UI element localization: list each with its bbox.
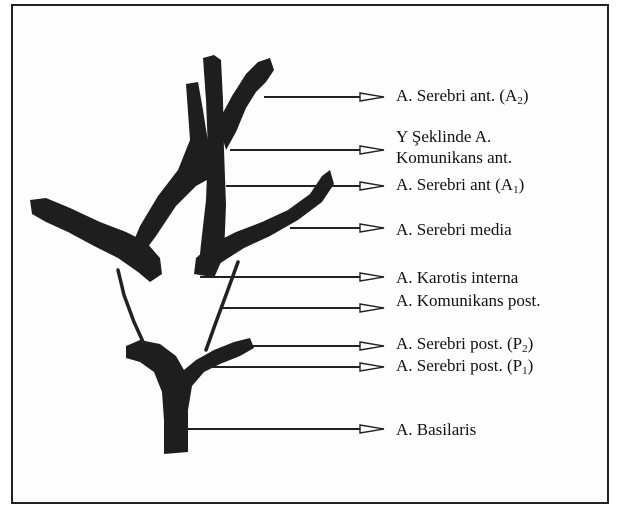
leader-y-komunikans-ant [230,146,384,154]
leader-komunikans-post [222,304,384,312]
leader-serebri-media [290,224,384,232]
label-y-komunikans-line2: Komunikans ant. [396,148,512,167]
leader-serebri-ant-a2 [264,93,384,101]
label-y-komunikans-line1: Y Şeklinde A. [396,127,491,146]
label-komunikans-post: A. Komunikans post. [396,291,541,310]
label-basilaris: A. Basilaris [396,420,476,439]
label-serebri-ant-a1: A. Serebri ant (A1) [396,175,524,194]
label-karotis-interna: A. Karotis interna [396,268,518,287]
label-serebri-post-p1: A. Serebri post. (P1) [396,356,533,375]
label-serebri-media: A. Serebri media [396,220,512,239]
leader-karotis-interna [200,273,384,281]
left-posterior-communicating-vessel [118,270,144,344]
label-serebri-post-p2: A. Serebri post. (P2) [396,334,533,353]
anterior-cerebral-a2-branch [218,58,274,150]
leader-serebri-post-p2 [252,342,384,350]
leader-basilaris [186,425,384,433]
posterior-cerebral-basilar-vessel [126,338,254,454]
label-serebri-ant-a2: A. Serebri ant. (A2) [396,86,529,105]
leader-serebri-post-p1 [208,363,384,371]
left-anterior-cerebral-vessel [130,82,214,255]
leader-serebri-ant-a1 [226,182,384,190]
